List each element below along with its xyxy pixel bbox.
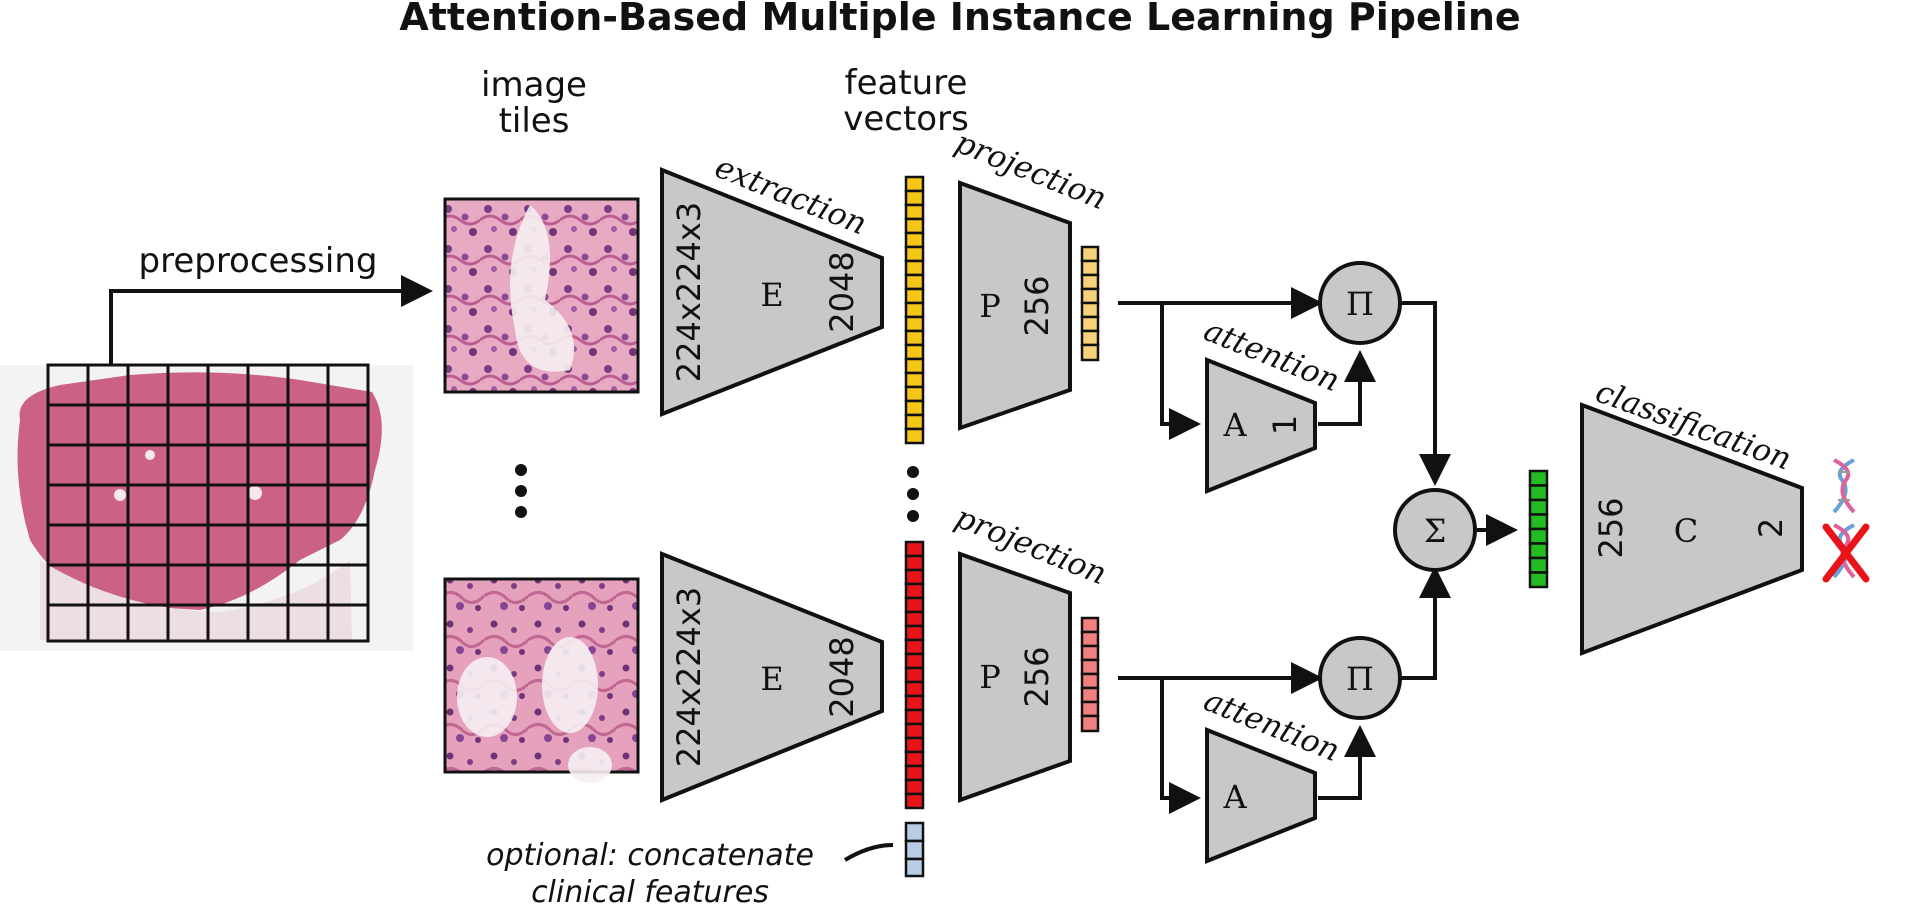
preprocessing-arrow (109, 275, 433, 365)
extractor-input-dim: 224x224x3 (670, 202, 708, 382)
optional-label-line2: clinical features (531, 875, 769, 906)
dna-icon (1832, 458, 1856, 514)
top-to-attention-arrow (1160, 303, 1201, 440)
extractor-block-bottom: E 224x224x3 2048 (660, 551, 884, 803)
attention-block-bottom: A (1205, 727, 1317, 864)
extractor-block-top: E 224x224x3 2048 (660, 167, 884, 417)
image-tiles-label-line2: tiles (499, 101, 570, 141)
projector-output-dim: 256 (1018, 646, 1056, 707)
classifier-input-dim: 256 (1592, 497, 1630, 558)
attention-bottom-to-multiply (1318, 725, 1376, 800)
attention-top-to-multiply (1318, 350, 1376, 426)
attention-symbol: A (1222, 406, 1247, 444)
attention-block-top: A 1 (1205, 357, 1317, 494)
projector-symbol: P (979, 287, 1001, 325)
projector-output-dim: 256 (1018, 275, 1056, 336)
multiply-node-top: Π (1318, 261, 1402, 345)
projector-block-top: P 256 (958, 180, 1072, 431)
projector-symbol: P (979, 658, 1001, 696)
sum-node: Σ (1393, 488, 1477, 572)
extractor-input-dim: 224x224x3 (670, 587, 708, 767)
feature-vector-bottom (904, 540, 925, 810)
image-tiles-label-line1: image (481, 65, 587, 105)
tiles-ellipsis (515, 464, 527, 518)
multiply-symbol: Π (1346, 285, 1374, 323)
tile-grid (46, 363, 370, 643)
dna-crossed-icon (1822, 523, 1870, 583)
sum-symbol: Σ (1424, 512, 1447, 550)
projected-vector-top (1080, 245, 1100, 362)
classifier-symbol: C (1674, 512, 1698, 550)
aggregated-vector (1528, 469, 1549, 589)
clinical-feature-vector (904, 821, 925, 878)
classifier-output-dim: 2 (1752, 518, 1790, 538)
multiply-top-to-sum (1400, 301, 1451, 486)
clinical-pointer (843, 843, 894, 862)
whole-slide-image (0, 363, 413, 651)
multiply-node-bottom: Π (1318, 636, 1402, 720)
extractor-output-dim: 2048 (823, 636, 861, 717)
extractor-symbol: E (760, 276, 783, 314)
optional-label-line1: optional: concatenate (486, 838, 814, 873)
multiply-symbol: Π (1346, 660, 1374, 698)
bottom-to-attention-arrow (1160, 678, 1201, 814)
multiply-bottom-to-sum (1400, 566, 1451, 680)
extractor-output-dim: 2048 (823, 251, 861, 332)
feature-vectors-label-line1: feature (845, 63, 968, 103)
attention-output-dim: 1 (1266, 415, 1304, 435)
projected-vector-bottom (1080, 616, 1100, 733)
diagram-title: Attention-Based Multiple Instance Learni… (399, 0, 1520, 39)
classifier-block: C 256 2 (1580, 402, 1804, 656)
vectors-ellipsis (907, 466, 919, 522)
preprocessing-label: preprocessing (139, 241, 378, 281)
feature-vector-top (904, 175, 925, 445)
image-tile-bottom (443, 577, 640, 774)
extractor-symbol: E (760, 660, 783, 698)
attention-symbol: A (1222, 778, 1247, 816)
projector-block-bottom: P 256 (958, 551, 1072, 803)
feature-vectors-label-line2: vectors (843, 99, 969, 139)
